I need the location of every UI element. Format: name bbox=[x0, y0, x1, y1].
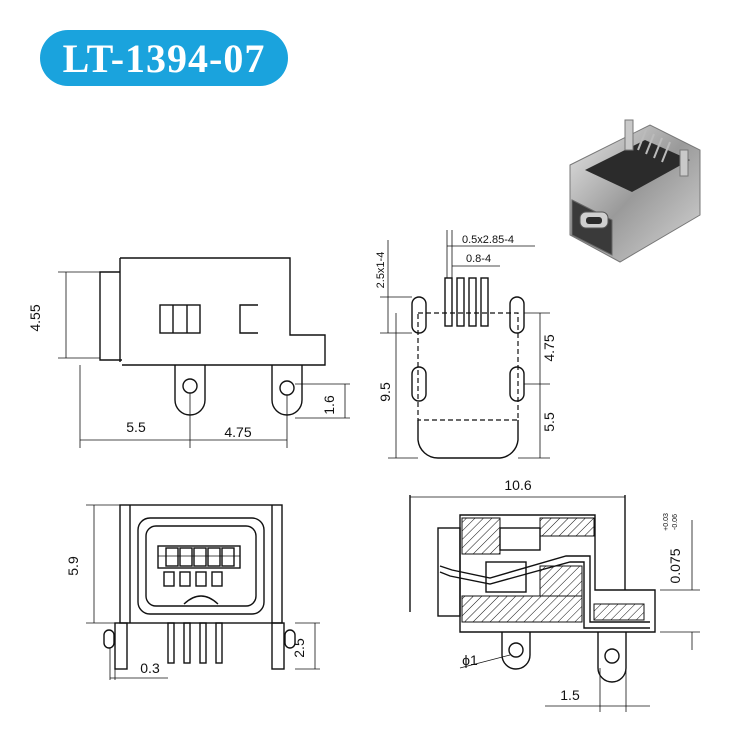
top-view bbox=[380, 230, 550, 459]
front-height-label: 5.9 bbox=[65, 556, 81, 576]
top-pitch-label: 0.8-4 bbox=[466, 253, 491, 265]
top-pin-width-label: 0.5x2.85-4 bbox=[462, 234, 514, 246]
section-tol-lower: -0.06 bbox=[672, 514, 679, 530]
side-view bbox=[58, 257, 350, 448]
section-width-label: 10.6 bbox=[504, 477, 531, 493]
side-height-label: 4.55 bbox=[27, 304, 43, 331]
top-total-label: 9.5 bbox=[377, 382, 393, 402]
top-peg-label: 2.5x1-4 bbox=[375, 252, 387, 289]
side-pin-label: 1.6 bbox=[321, 395, 337, 415]
window-1 bbox=[159, 304, 201, 334]
side-left-label: 5.5 bbox=[126, 419, 146, 435]
top-hole-label: 4.75 bbox=[541, 334, 557, 361]
front-view bbox=[86, 504, 320, 680]
side-pitch-label: 4.75 bbox=[224, 424, 251, 440]
front-leg-label: 2.5 bbox=[291, 638, 307, 658]
section-view bbox=[409, 495, 700, 712]
section-hole-label: ϕ1 bbox=[462, 652, 478, 668]
section-pitch-label: 1.5 bbox=[560, 687, 580, 703]
front-pin-label: 0.3 bbox=[140, 660, 160, 676]
connector-photo bbox=[569, 119, 701, 263]
section-thickness-label: 0.075 bbox=[667, 548, 683, 583]
top-front-label: 5.5 bbox=[541, 412, 557, 432]
section-tol-upper: +0.03 bbox=[663, 513, 670, 531]
title-badge: LT-1394-07 bbox=[40, 30, 288, 86]
title-text: LT-1394-07 bbox=[62, 35, 266, 81]
